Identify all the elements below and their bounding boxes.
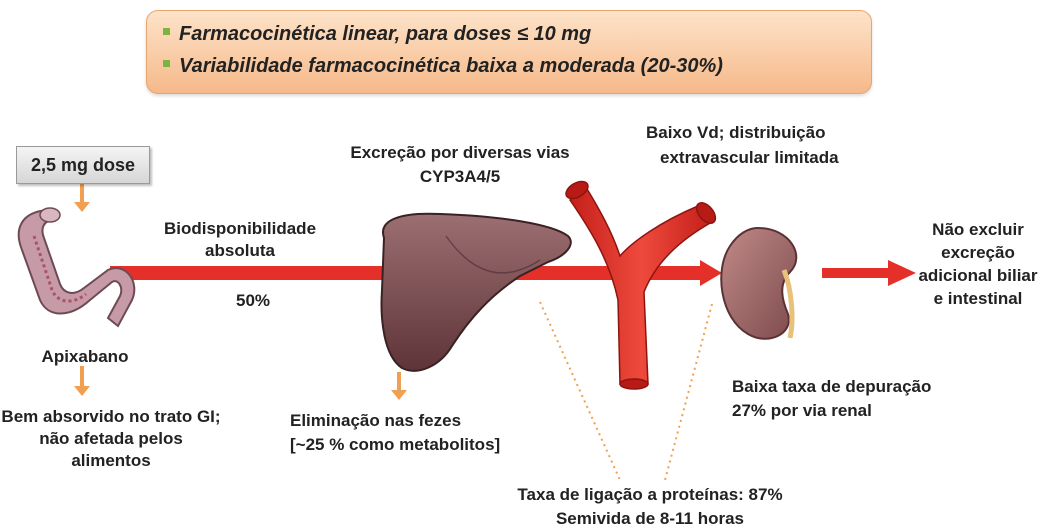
bullet-icon [163, 28, 170, 36]
bioavailability-label: Biodisponibilidade absoluta [163, 219, 317, 260]
protein-binding-line-2: Semivida de 8-11 horas [555, 509, 745, 528]
intestine-icon [17, 207, 136, 328]
liver-icon [380, 212, 572, 372]
summary-banner: Farmacocinética linear, para doses ≤ 10 … [146, 10, 872, 94]
protein-binding-line-1: Taxa de ligação a proteínas: 87% [517, 485, 783, 504]
feces-down-arrow [391, 372, 407, 400]
distribution-line-2: extravascular limitada [660, 148, 839, 167]
banner-line-1: Farmacocinética linear, para doses ≤ 10 … [163, 23, 591, 46]
distribution-line-1: Baixo Vd; distribuição [646, 123, 826, 142]
drug-name: Apixabano [41, 347, 129, 366]
dose-down-arrow [74, 184, 90, 212]
excretion-routes-line-1: Excreção por diversas vias [350, 143, 570, 162]
renal-line-1: Baixa taxa de depuração [732, 377, 932, 396]
feces-line-2: [~25 % como metabolitos] [290, 435, 501, 454]
bioavailability-value: 50% [235, 291, 271, 310]
dotted-line-left [539, 301, 621, 481]
excretion-routes-line-2: CYP3A4/5 [419, 167, 501, 186]
bullet-icon [163, 60, 170, 68]
biliary-note: Não excluir excreção adicional biliar e … [918, 220, 1038, 308]
dose-box: 2,5 mg dose [16, 146, 150, 184]
biliary-arrow [822, 260, 916, 286]
absorption-note: Bem absorvido no trato GI; não afetada p… [1, 407, 221, 470]
flow-arrowhead-kidney [700, 260, 722, 286]
dotted-line-right [664, 303, 713, 481]
renal-line-2: 27% por via renal [732, 401, 872, 420]
kidney-icon [720, 226, 798, 340]
blood-vessel-icon [565, 180, 717, 390]
absorption-down-arrow [74, 366, 90, 396]
feces-line-1: Eliminação nas fezes [290, 411, 462, 430]
banner-line-2: Variabilidade farmacocinética baixa a mo… [163, 55, 723, 78]
